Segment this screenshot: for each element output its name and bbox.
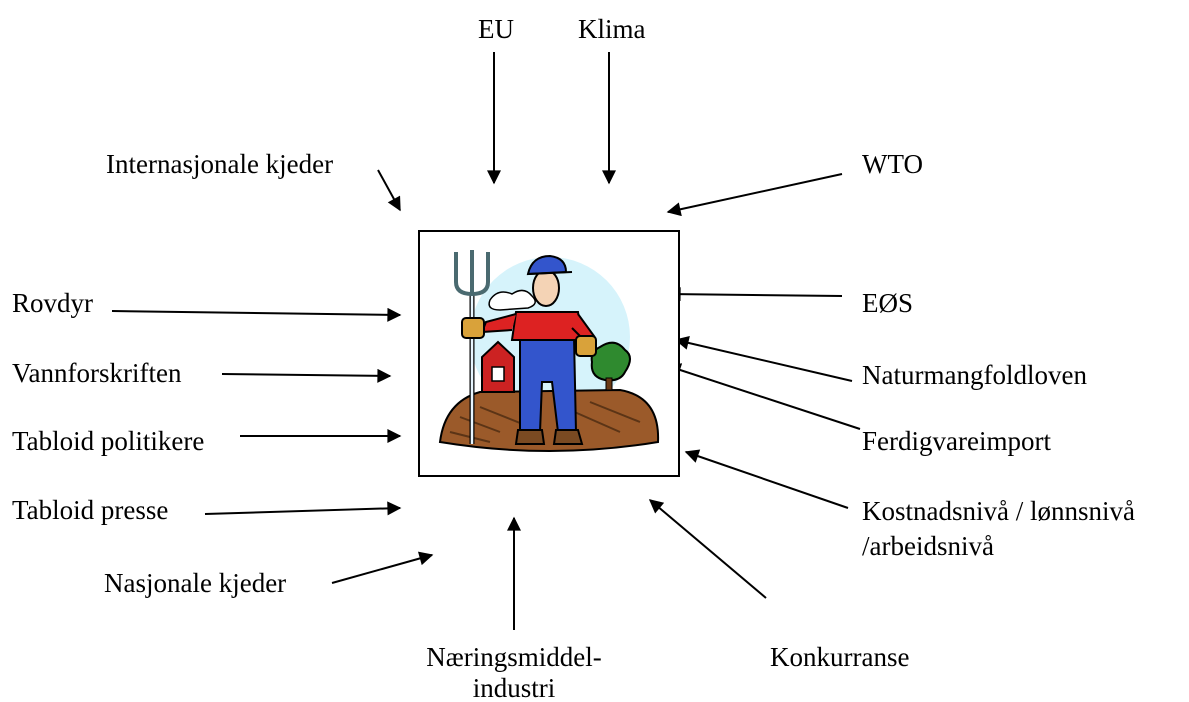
arrow-vannforskriften [221,368,392,383]
arrow-naturmangfoldloven [674,336,853,382]
label-kostnadsniva-line1: Kostnadsnivå / lønnsnivå [862,496,1135,526]
label-naeringsmiddel-line1: Næringsmiddel- [426,642,602,672]
arrow-kostnadsniva [684,449,849,509]
label-nasjonale-kjeder: Nasjonale kjeder [104,568,287,598]
label-kostnadsniva-line2: /arbeidsnivå [862,531,994,561]
arrow-wto [666,173,843,217]
label-rovdyr: Rovdyr [12,288,93,318]
farmer-illustration [438,250,660,452]
farmer-illustration-frame [418,230,680,477]
arrow-tabloid-presse [204,501,402,516]
label-naturmangfoldloven: Naturmangfoldloven [862,360,1087,390]
label-eos: EØS [862,288,914,318]
label-ferdigvareimport: Ferdigvareimport [862,426,1051,456]
label-konkurranse: Konkurranse [770,642,910,672]
arrow-rovdyr [111,307,402,322]
arrow-eos [666,287,843,302]
label-vannforskriften: Vannforskriften [12,358,182,388]
label-internasjonale-kjeder: Internasjonale kjeder [106,149,334,179]
label-klima: Klima [578,14,646,44]
arrow-ferdigvareimport [666,363,861,430]
label-naeringsmiddel-line2: industri [472,673,556,702]
label-eu: EU [478,14,514,44]
label-wto: WTO [862,149,923,179]
label-tabloid-presse: Tabloid presse [12,495,169,525]
label-tabloid-politikere: Tabloid politikere [12,426,205,456]
arrow-nasjonale-kjeder [331,551,434,584]
arrow-konkurranse [648,499,767,599]
arrow-internasjonale-kjeder [377,169,401,212]
